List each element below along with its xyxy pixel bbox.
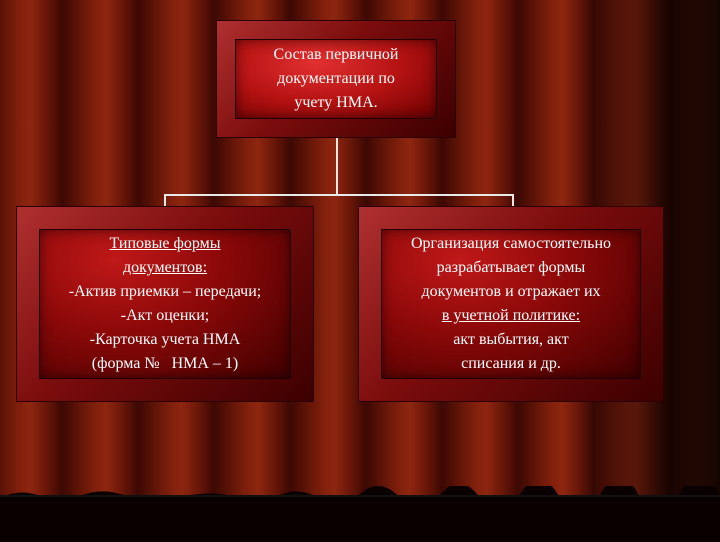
stage-floor	[0, 495, 720, 542]
left-node-text: Типовые формы документов: -Актив приемки…	[16, 232, 314, 376]
right-line-5: акт выбытия, акт	[453, 331, 569, 348]
root-node-text: Состав первичной документации по учету Н…	[216, 43, 456, 115]
right-line-2: разрабатывает формы	[436, 259, 586, 276]
connector-horizontal	[164, 194, 514, 196]
left-line-5: -Карточка учета НМА	[89, 331, 241, 348]
left-node-face	[39, 229, 291, 379]
root-line-3: учету НМА.	[294, 94, 378, 111]
root-node-face	[235, 39, 437, 119]
root-line-1: Состав первичной	[273, 46, 399, 63]
root-node	[216, 20, 456, 138]
left-node	[16, 206, 314, 402]
connector-right-drop	[512, 194, 514, 206]
right-node-face	[381, 229, 641, 379]
connector-left-drop	[164, 194, 166, 206]
left-line-6: (форма № НМА – 1)	[91, 355, 239, 372]
right-node-text: Организация самостоятельно разрабатывает…	[358, 232, 664, 376]
right-node	[358, 206, 664, 402]
right-line-4: в учетной политике:	[441, 307, 581, 324]
right-line-3: документов и отражает их	[421, 283, 601, 300]
left-line-4: -Акт оценки;	[120, 307, 210, 324]
left-line-2: документов:	[122, 259, 208, 276]
connector-vertical-top	[336, 138, 338, 195]
right-line-1: Организация самостоятельно	[410, 235, 612, 252]
right-line-6: списания и др.	[461, 355, 561, 372]
left-line-1: Типовые формы	[109, 235, 221, 252]
root-line-2: документации по	[277, 70, 395, 87]
left-line-3: -Актив приемки – передачи;	[68, 283, 262, 300]
